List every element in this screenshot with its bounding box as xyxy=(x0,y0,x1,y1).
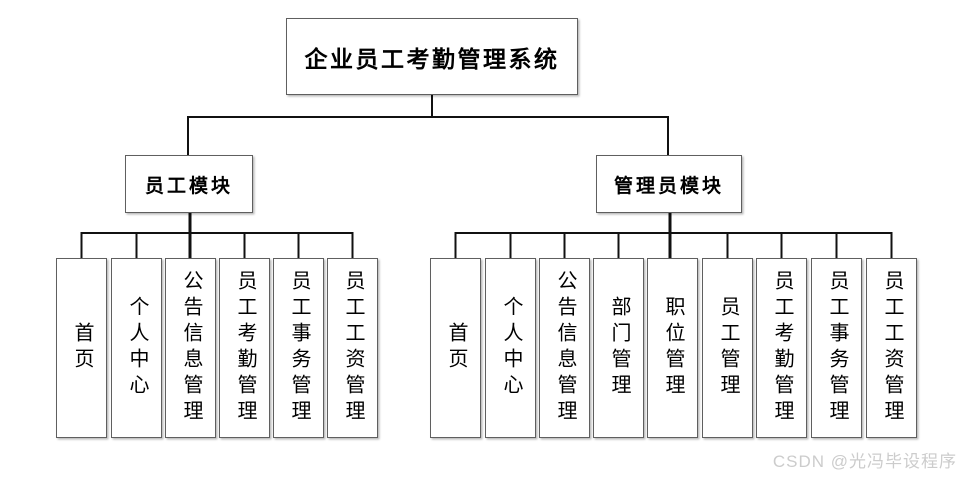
leaf-label: 职位管理 xyxy=(662,296,684,400)
leaf-admin-department-mgmt: 部门管理 xyxy=(593,258,644,438)
leaf-admin-home: 首页 xyxy=(430,258,481,438)
leaf-label: 公告信息管理 xyxy=(554,270,576,426)
leaf-label: 员工管理 xyxy=(717,296,739,400)
leaf-label: 员工事务管理 xyxy=(288,270,310,426)
leaf-admin-announcement-mgmt: 公告信息管理 xyxy=(539,258,590,438)
module-label: 员工模块 xyxy=(144,175,233,197)
leaf-label: 部门管理 xyxy=(608,296,630,400)
leaf-employee-announcement-mgmt: 公告信息管理 xyxy=(165,258,216,438)
module-node-admin: 管理员模块 xyxy=(596,155,742,213)
leaf-employee-attendance-mgmt: 员工考勤管理 xyxy=(219,258,270,438)
leaf-employee-affairs-mgmt: 员工事务管理 xyxy=(273,258,324,438)
leaf-label: 员工工资管理 xyxy=(881,270,903,426)
leaf-label: 员工工资管理 xyxy=(342,270,364,426)
leaf-admin-employee-mgmt: 员工管理 xyxy=(702,258,753,438)
leaf-employee-salary-mgmt: 员工工资管理 xyxy=(327,258,378,438)
leaf-admin-personal-center: 个人中心 xyxy=(485,258,536,438)
module-label: 管理员模块 xyxy=(613,175,724,197)
leaf-admin-salary-mgmt: 员工工资管理 xyxy=(866,258,917,438)
leaf-label: 员工事务管理 xyxy=(826,270,848,426)
leaf-admin-affairs-mgmt: 员工事务管理 xyxy=(811,258,862,438)
leaf-label: 员工考勤管理 xyxy=(771,270,793,426)
module-node-employee: 员工模块 xyxy=(125,155,253,213)
leaf-label: 首页 xyxy=(445,322,467,374)
leaf-label: 首页 xyxy=(71,322,93,374)
leaf-label: 个人中心 xyxy=(126,296,148,400)
leaf-admin-attendance-mgmt: 员工考勤管理 xyxy=(756,258,807,438)
leaf-admin-position-mgmt: 职位管理 xyxy=(647,258,698,438)
leaf-label: 个人中心 xyxy=(500,296,522,400)
leaf-employee-personal-center: 个人中心 xyxy=(111,258,162,438)
csdn-watermark: CSDN @光冯毕设程序 xyxy=(772,452,957,471)
leaf-label: 公告信息管理 xyxy=(180,270,202,426)
root-node-label: 企业员工考勤管理系统 xyxy=(304,46,560,72)
root-node-system-title: 企业员工考勤管理系统 xyxy=(286,18,578,95)
leaf-label: 员工考勤管理 xyxy=(234,270,256,426)
leaf-employee-home: 首页 xyxy=(56,258,107,438)
